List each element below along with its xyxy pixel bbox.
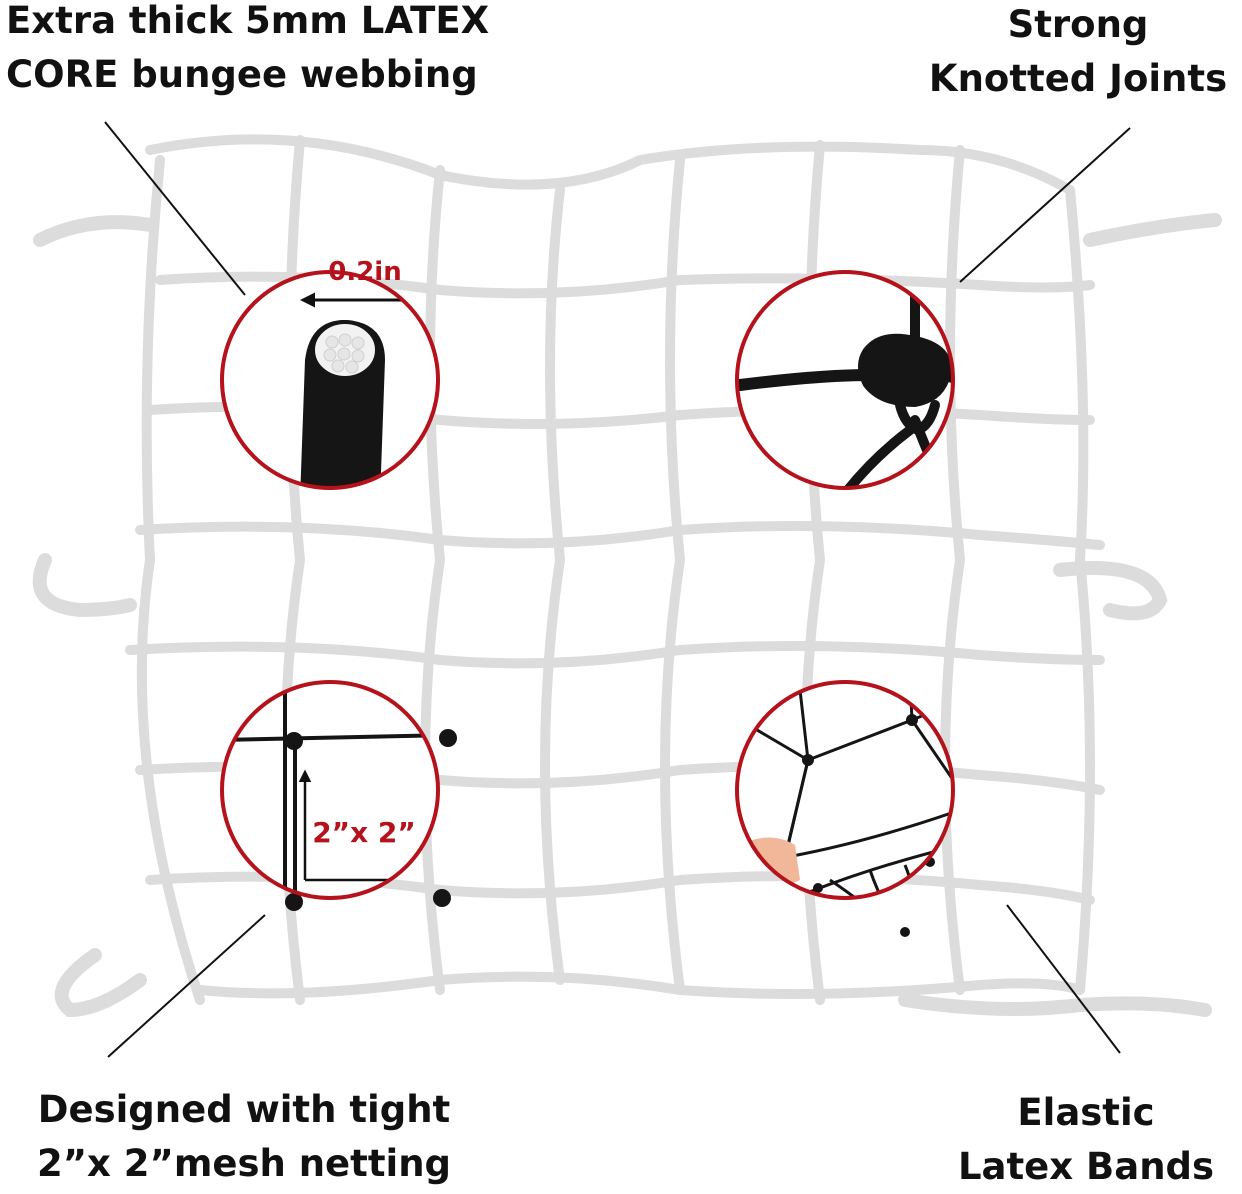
caption-knotted-joints: Strong Knotted Joints: [918, 0, 1238, 106]
caption-line: Designed with tight: [37, 1088, 451, 1131]
background-net: [32, 134, 1222, 1018]
caption-line: Strong: [1007, 3, 1149, 46]
caption-line: CORE bungee webbing: [6, 53, 478, 96]
detail-circle-elastic: [735, 680, 955, 937]
caption-line: Knotted Joints: [928, 57, 1228, 100]
measure-label-mesh: 2”x 2”: [312, 816, 416, 849]
detail-circle-cord-thickness: 0.2in: [220, 257, 440, 490]
detail-circle-mesh-size: 2”x 2”: [220, 680, 457, 911]
detail-circle-knot: [735, 270, 955, 490]
caption-line: Extra thick 5mm LATEX: [6, 0, 490, 42]
caption-line: 2”x 2”mesh netting: [36, 1142, 452, 1185]
leader-lines: [104, 121, 1131, 1058]
caption-line: Latex Bands: [957, 1145, 1215, 1188]
caption-cord-thickness: Extra thick 5mm LATEX CORE bungee webbin…: [6, 0, 489, 102]
measure-label-width: 0.2in: [328, 257, 401, 287]
caption-elastic-bands: Elastic Latex Bands: [956, 1086, 1216, 1194]
caption-line: Elastic: [1017, 1091, 1155, 1134]
caption-mesh-netting: Designed with tight 2”x 2”mesh netting: [34, 1083, 454, 1191]
